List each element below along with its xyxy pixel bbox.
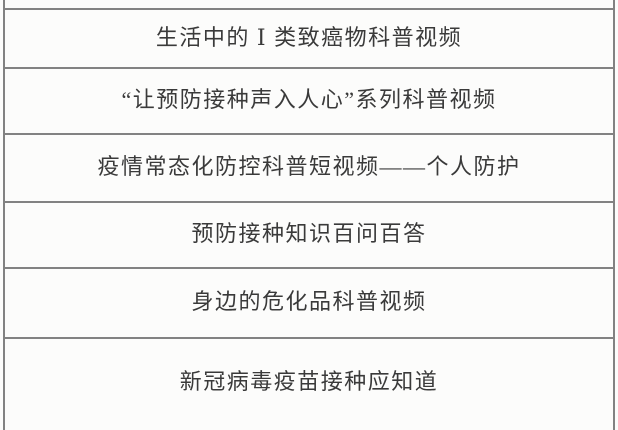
- table-cell-text: 预防接种知识百问百答: [191, 221, 427, 246]
- table-cell-text: 疫情常态化防控科普短视频——个人防护: [97, 154, 521, 179]
- table-row: 预防接种知识百问百答: [5, 201, 613, 267]
- content-table: 生活中的 Ⅰ 类致癌物科普视频 “让预防接种声入人心”系列科普视频 疫情常态化防…: [3, 0, 615, 430]
- table-row-clipped-top: [5, 0, 613, 8]
- table-row: 新冠病毒疫苗接种应知道: [5, 337, 613, 427]
- table-cell-text: 新冠病毒疫苗接种应知道: [179, 369, 439, 394]
- table-row: “让预防接种声入人心”系列科普视频: [5, 67, 613, 133]
- table-cell-text: 身边的危化品科普视频: [191, 289, 427, 314]
- table-cell-text: “让预防接种声入人心”系列科普视频: [121, 87, 497, 112]
- table-cell-text: 生活中的 Ⅰ 类致癌物科普视频: [155, 24, 463, 50]
- table-row: 疫情常态化防控科普短视频——个人防护: [5, 133, 613, 201]
- table-row: 生活中的 Ⅰ 类致癌物科普视频: [5, 8, 613, 67]
- table-row: 身边的危化品科普视频: [5, 267, 613, 337]
